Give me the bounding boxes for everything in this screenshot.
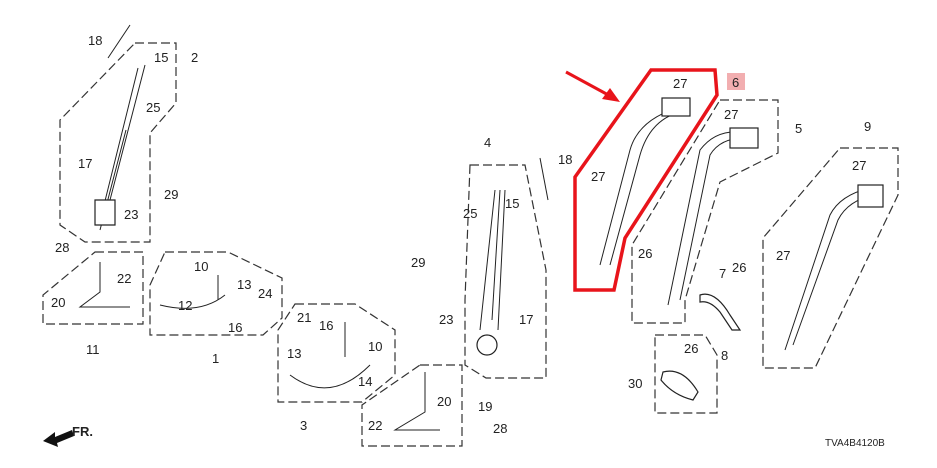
bracket-7-8	[699, 293, 742, 331]
part-label[interactable]: 8	[721, 348, 728, 363]
part-label[interactable]: 22	[368, 418, 382, 433]
part-label[interactable]: 9	[864, 119, 871, 134]
group-9-outline	[762, 147, 899, 369]
part-label[interactable]: 20	[437, 394, 451, 409]
part-label[interactable]: 4	[484, 135, 491, 150]
part-label[interactable]: 26	[638, 246, 652, 261]
part-label[interactable]: 23	[124, 207, 138, 222]
part-label[interactable]: 29	[411, 255, 425, 270]
part-label[interactable]: 25	[146, 100, 160, 115]
part-label[interactable]: 1	[212, 351, 219, 366]
part-label-selected[interactable]: 6	[732, 75, 739, 90]
part-label[interactable]: 29	[164, 187, 178, 202]
part-label[interactable]: 26	[732, 260, 746, 275]
part-label[interactable]: 27	[852, 158, 866, 173]
group-3-outline	[277, 303, 396, 403]
part-label[interactable]: 5	[795, 121, 802, 136]
front-direction-indicator: FR.	[43, 424, 93, 447]
buckle-1	[159, 275, 226, 309]
part-label[interactable]: 3	[300, 418, 307, 433]
seat-belt-9	[784, 187, 876, 351]
retractor-4	[476, 334, 498, 356]
part-label[interactable]: 17	[519, 312, 533, 327]
part-label[interactable]: 28	[55, 240, 69, 255]
buckle-3	[289, 322, 371, 389]
part-label[interactable]: 27	[591, 169, 605, 184]
part-label[interactable]: 18	[558, 152, 572, 167]
part-label[interactable]: 10	[194, 259, 208, 274]
part-label[interactable]: 13	[237, 277, 251, 292]
selected-part-highlight	[573, 68, 719, 292]
part-label[interactable]: 20	[51, 295, 65, 310]
part-label[interactable]: 11	[86, 342, 100, 357]
group-19-outline	[361, 364, 463, 447]
drawing-code: TVA4B4120B	[825, 438, 885, 449]
part-label[interactable]: 16	[228, 320, 242, 335]
part-label[interactable]: 17	[78, 156, 92, 171]
part-label[interactable]: 16	[319, 318, 333, 333]
part-label[interactable]: 19	[478, 399, 492, 414]
part-label[interactable]: 25	[463, 206, 477, 221]
front-label: FR.	[72, 424, 93, 439]
part-label[interactable]: 28	[493, 421, 507, 436]
part-label[interactable]: 7	[719, 266, 726, 281]
part-label[interactable]: 14	[358, 374, 372, 389]
part-label[interactable]: 18	[88, 33, 102, 48]
part-label[interactable]: 10	[368, 339, 382, 354]
buckle-19	[393, 372, 440, 431]
part-labels: 18 15 2 25 17 29 23 28 22 20 11 10 12 13…	[51, 33, 871, 436]
seat-belt-4	[479, 189, 506, 331]
retractor-5	[729, 127, 759, 149]
seat-belt-6	[599, 104, 691, 266]
group-2-outline	[59, 42, 177, 243]
anchor-18b	[539, 157, 549, 201]
part-label[interactable]: 23	[439, 312, 453, 327]
part-label[interactable]: 27	[673, 76, 687, 91]
part-label[interactable]: 13	[287, 346, 301, 361]
group-4-outline	[464, 164, 547, 379]
cover-30	[660, 370, 699, 401]
retractor-2	[94, 199, 116, 226]
seat-belt-5	[667, 131, 746, 306]
part-label[interactable]: 24	[258, 286, 272, 301]
part-label[interactable]: 30	[628, 376, 642, 391]
part-label[interactable]: 21	[297, 310, 311, 325]
part-label[interactable]: 2	[191, 50, 198, 65]
pointer-arrow	[565, 70, 620, 102]
part-label[interactable]: 27	[776, 248, 790, 263]
group-11-outline	[42, 251, 144, 325]
buckle-11	[78, 262, 130, 308]
retractor-9	[857, 184, 884, 208]
part-label[interactable]: 26	[684, 341, 698, 356]
part-label[interactable]: 15	[505, 196, 519, 211]
group-30-outline	[654, 334, 718, 414]
part-label[interactable]: 27	[724, 107, 738, 122]
part-label[interactable]: 12	[178, 298, 192, 313]
anchor-18	[107, 24, 131, 59]
part-label[interactable]: 15	[154, 50, 168, 65]
retractor-6	[661, 97, 691, 117]
part-label[interactable]: 22	[117, 271, 131, 286]
selected-label-bg	[727, 73, 745, 90]
group-1-outline	[149, 251, 283, 336]
